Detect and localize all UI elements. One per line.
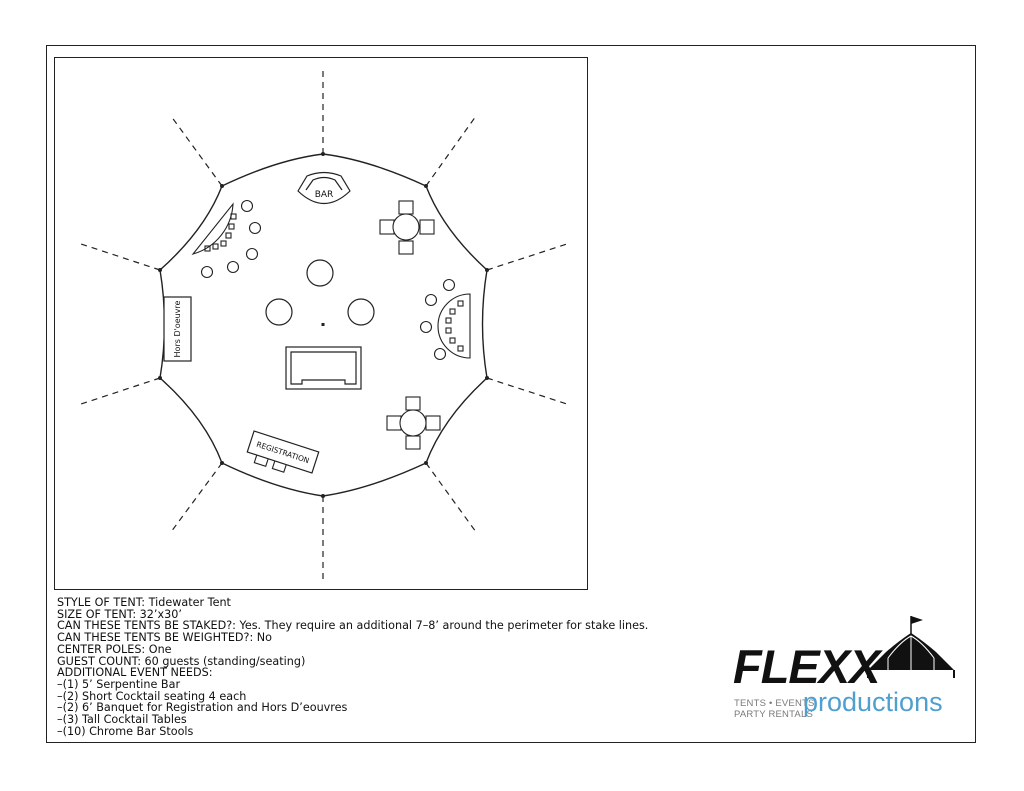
stake-line (170, 462, 223, 533)
tent-corner-points (158, 152, 489, 498)
corner-point (321, 494, 325, 498)
tall-cocktail-tables (265, 259, 375, 326)
chair-mark (457, 300, 464, 307)
chair-mark (212, 243, 219, 250)
display-table-outer (285, 346, 362, 390)
cocktail-table-upper (379, 200, 435, 255)
bar-stool (240, 199, 254, 213)
cocktail-chair (379, 219, 395, 235)
spec-line: –(2) Short Cocktail seating 4 each (57, 689, 247, 703)
cocktail-chair (425, 415, 441, 431)
chair-mark (449, 308, 456, 315)
bar-stool (245, 247, 259, 261)
registration-table-top (246, 430, 320, 474)
logo-productions-text: productions (803, 687, 943, 717)
half-round-table (191, 202, 234, 255)
bar-stool (433, 347, 447, 361)
corner-point (220, 461, 224, 465)
cocktail-chair (398, 240, 414, 255)
center-pole (321, 323, 325, 326)
half-round-seating-left (191, 199, 262, 279)
bar-inner-edge (305, 176, 343, 191)
half-round-seating-right (419, 278, 471, 361)
corner-point (424, 184, 428, 188)
spec-line: CENTER POLES: One (57, 642, 172, 656)
cocktail-table-top (399, 409, 427, 437)
corner-point (321, 152, 325, 156)
corner-point (485, 268, 489, 272)
bar-stool (226, 260, 240, 274)
chair-mark (220, 240, 227, 247)
corner-point (158, 376, 162, 380)
chair-mark (230, 213, 237, 220)
chair-mark (228, 223, 235, 230)
chair-mark (204, 245, 211, 252)
stake-line (486, 377, 571, 406)
bar-stool (419, 320, 433, 334)
half-round-table (437, 293, 471, 359)
center-display-table (285, 346, 362, 390)
flag-icon (911, 616, 923, 624)
hors-doeuvre-table (163, 296, 192, 362)
spec-line: SIZE OF TENT: 32’x30’ (57, 607, 182, 621)
stake-line (425, 115, 477, 187)
cocktail-chair (405, 396, 421, 411)
floor-plan-frame (54, 57, 588, 590)
logo-tagline-2: PARTY RENTALS (734, 709, 813, 720)
spec-line: –(10) Chrome Bar Stools (57, 724, 194, 738)
logo-tagline-1: TENTS • EVENTS (734, 698, 815, 709)
cocktail-chair (419, 219, 435, 235)
hors-doeuvre-label: Hors D'oeuvre (173, 300, 182, 357)
spec-line: CAN THESE TENTS BE STAKED?: Yes. They re… (57, 619, 649, 633)
cocktail-table-lower (386, 396, 441, 450)
spec-line: STYLE OF TENT: Tidewater Tent (57, 596, 231, 609)
stake-line (77, 242, 161, 271)
display-table-inner (290, 351, 357, 385)
stake-line (170, 115, 223, 187)
bar-stool (200, 265, 214, 279)
stake-line (425, 462, 477, 533)
stake-line (77, 377, 161, 406)
chair-mark (457, 345, 464, 352)
tall-cocktail-table (306, 259, 334, 287)
bar-stool (424, 293, 438, 307)
corner-point (158, 268, 162, 272)
bar-label: BAR (315, 190, 334, 200)
serpentine-bar (297, 171, 351, 204)
spec-line: –(1) 5’ Serpentine Bar (57, 677, 181, 691)
flexx-productions-logo: FLEXX TENTS • EVENTS PARTY RENTALS produ… (730, 612, 962, 724)
spec-line: ADDITIONAL EVENT NEEDS: (57, 666, 213, 680)
tent-logo-icon (867, 616, 955, 678)
drawing-sheet (46, 45, 976, 743)
spec-line: CAN THESE TENTS BE WEIGHTED?: No (57, 631, 272, 645)
spec-line: –(3) Tall Cocktail Tables (57, 713, 187, 727)
chair-mark (225, 232, 232, 239)
stake-line (486, 242, 571, 271)
chair-mark (445, 327, 452, 334)
bar-stool (442, 278, 456, 292)
spec-line: –(2) 6’ Banquet for Registration and Hor… (57, 701, 348, 715)
cocktail-chair (386, 415, 402, 431)
cocktail-table-top (392, 213, 420, 241)
tall-cocktail-table (347, 298, 375, 326)
corner-point (485, 376, 489, 380)
corner-point (424, 461, 428, 465)
stake-lines (77, 67, 571, 582)
cocktail-chair (398, 200, 414, 215)
bar-counter (297, 171, 351, 204)
bar-stool (248, 221, 262, 235)
chair-mark (449, 337, 456, 344)
logo-brand-text: FLEXX (733, 640, 880, 693)
registration-table: REGISTRATION (246, 430, 320, 474)
spec-line: GUEST COUNT: 60 guests (standing/seating… (57, 654, 306, 668)
corner-point (220, 184, 224, 188)
chair-mark (445, 317, 452, 324)
cocktail-chair (405, 435, 421, 450)
tall-cocktail-table (265, 298, 293, 326)
